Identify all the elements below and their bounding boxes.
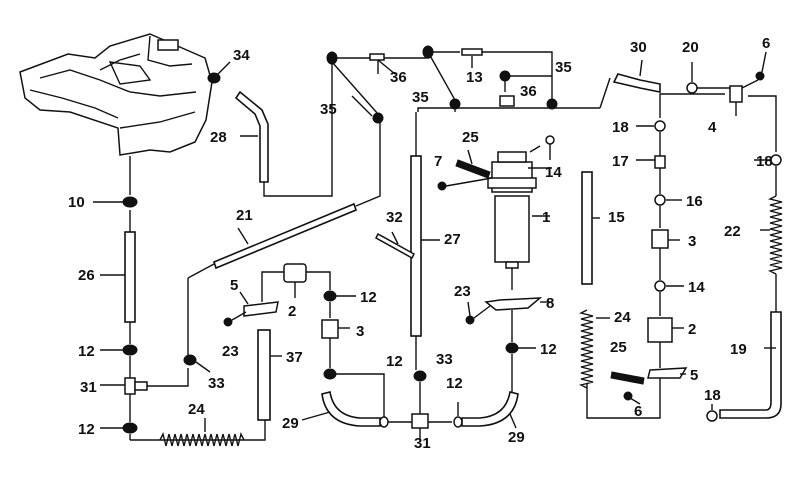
callout-12: 12	[446, 375, 463, 392]
callout-17: 17	[612, 153, 629, 170]
callout-16: 16	[686, 193, 703, 210]
callout-8: 8	[546, 295, 554, 312]
fuel-tank	[19, 33, 213, 156]
spring-24-left	[159, 418, 245, 447]
callout-33: 33	[436, 351, 453, 368]
callout-34: 34	[233, 47, 250, 64]
bolt-7-25	[437, 149, 493, 191]
part-32	[375, 231, 415, 260]
callout-32: 32	[386, 209, 403, 226]
bracket-8	[465, 297, 552, 325]
callout-20: 20	[682, 39, 699, 56]
callout-18: 18	[756, 153, 773, 170]
callout-10: 10	[68, 194, 85, 211]
callout-2: 2	[688, 321, 696, 338]
callout-22: 22	[724, 223, 741, 240]
callout-12: 12	[78, 343, 95, 360]
callout-31: 31	[80, 379, 97, 396]
callout-27: 27	[444, 231, 461, 248]
callout-37: 37	[286, 349, 303, 366]
rod-21	[187, 122, 381, 279]
callout-1: 1	[542, 209, 550, 226]
callout-29: 29	[282, 415, 299, 432]
callout-2: 2	[288, 303, 296, 320]
callout-21: 21	[236, 207, 253, 224]
callout-4: 4	[708, 119, 717, 136]
callout-19: 19	[730, 341, 747, 358]
spring-24-right	[578, 309, 661, 419]
callout-3: 3	[356, 323, 364, 340]
callout-24: 24	[188, 401, 205, 418]
callout-12: 12	[360, 289, 377, 306]
top-routing	[326, 45, 611, 124]
callout-30: 30	[630, 39, 647, 56]
callout-36: 36	[520, 83, 537, 100]
callout-13: 13	[466, 69, 483, 86]
callout-14: 14	[688, 279, 705, 296]
callout-3: 3	[688, 233, 696, 250]
diagram-drawing	[19, 33, 783, 447]
callout-35: 35	[555, 59, 572, 76]
callout-36: 36	[390, 69, 407, 86]
callout-14: 14	[545, 164, 562, 181]
callout-28: 28	[210, 129, 227, 146]
callout-29: 29	[508, 429, 525, 446]
callout-31: 31	[414, 435, 431, 452]
rod-27	[410, 112, 440, 382]
callout-33: 33	[208, 375, 225, 392]
callout-5: 5	[690, 367, 698, 384]
callout-25: 25	[462, 129, 479, 146]
hose-28	[207, 60, 333, 197]
callout-7: 7	[434, 153, 442, 170]
callout-18: 18	[612, 119, 629, 136]
fuel-filter-1	[487, 135, 555, 290]
callout-15: 15	[608, 209, 625, 226]
callout-12: 12	[386, 353, 403, 370]
bottom-center	[223, 263, 536, 442]
callout-23: 23	[222, 343, 239, 360]
callout-25: 25	[610, 339, 627, 356]
callout-6: 6	[762, 35, 770, 52]
callout-12: 12	[78, 421, 95, 438]
spring-22-hose-19	[706, 154, 783, 422]
callout-26: 26	[78, 267, 95, 284]
callout-5: 5	[230, 277, 238, 294]
callout-23: 23	[454, 283, 471, 300]
callout-12: 12	[540, 341, 557, 358]
callout-18: 18	[704, 387, 721, 404]
callout-6: 6	[634, 403, 642, 420]
callout-35: 35	[320, 101, 337, 118]
callout-24: 24	[614, 309, 631, 326]
callout-35: 35	[412, 89, 429, 106]
right-column-parts	[610, 51, 777, 405]
